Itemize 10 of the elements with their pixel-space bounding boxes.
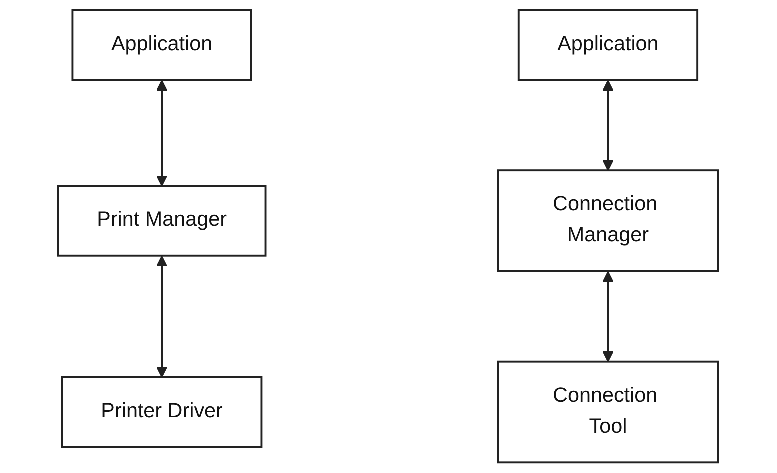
node-box: Printer Driver — [62, 376, 263, 448]
node-box: Print Manager — [58, 185, 268, 257]
node-box: Application — [518, 9, 699, 82]
node-box: Connection Tool — [498, 360, 720, 464]
arrow — [602, 80, 614, 172]
arrow — [156, 256, 168, 378]
node-box: Connection Manager — [498, 170, 720, 272]
arrow — [602, 271, 614, 362]
node-box: Application — [72, 9, 253, 82]
arrow — [156, 80, 168, 187]
